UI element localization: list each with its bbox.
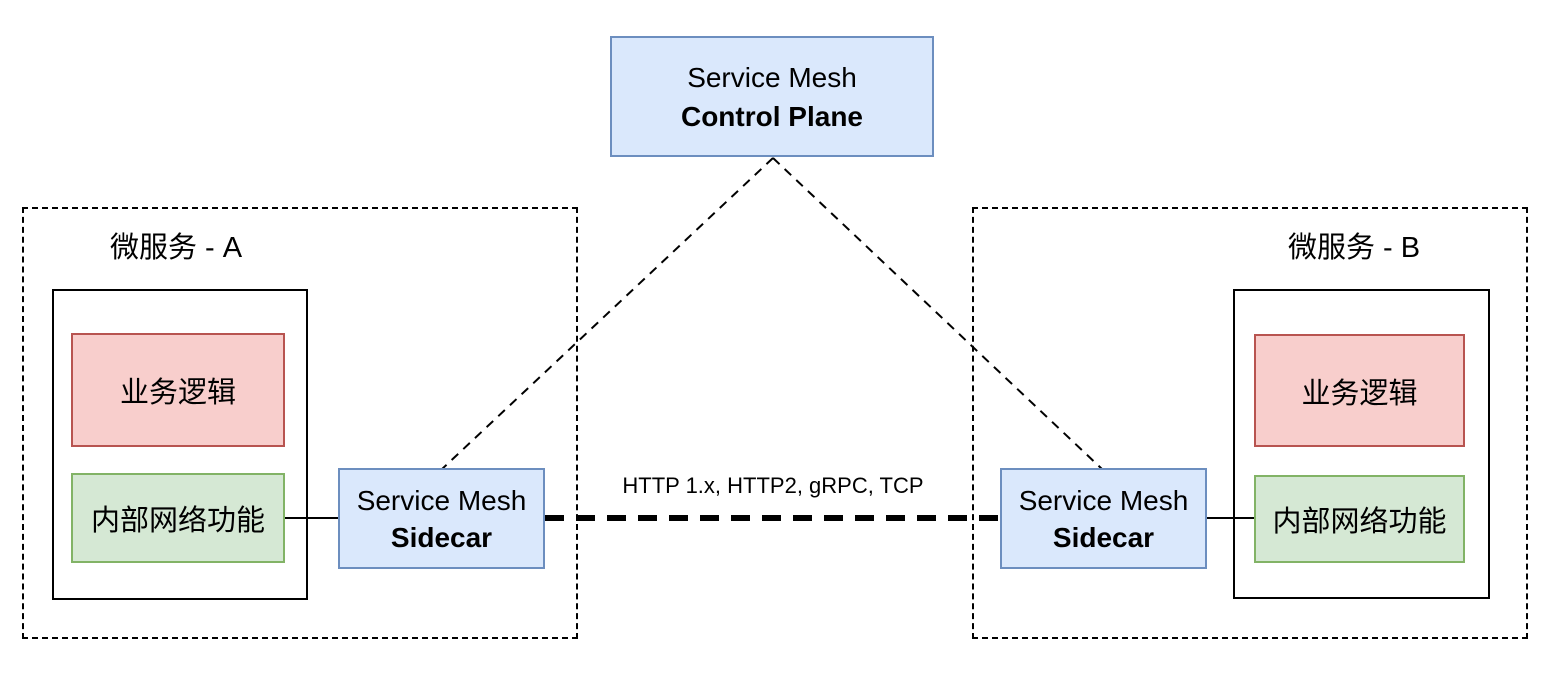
microservice-a-boundary: [22, 207, 578, 639]
internal-network-label: 内部网络功能: [1272, 506, 1447, 538]
microservice-a-title: 微服务 - A: [109, 232, 243, 264]
microservice-b-host-box: [1233, 289, 1490, 599]
control-plane-label-line2: Control Plane: [680, 100, 863, 132]
internal-network-label: 内部网络功能: [90, 505, 265, 537]
microservice-a-host-box: [52, 289, 308, 600]
sidecar-a-label-line1: Service Mesh: [356, 484, 527, 516]
sidecar-a-node: Service Mesh Sidecar: [338, 468, 545, 569]
microservice-a-business-logic-node: 业务逻辑: [71, 333, 285, 447]
sidecar-b-node: Service Mesh Sidecar: [1000, 468, 1207, 569]
sidecar-a-label-line2: Sidecar: [390, 521, 493, 553]
microservice-b-business-logic-node: 业务逻辑: [1254, 334, 1465, 447]
control-plane-to-sidecar-a-line: [440, 157, 774, 471]
microservice-b-internal-network-node: 内部网络功能: [1254, 475, 1465, 563]
business-logic-label: 业务逻辑: [1301, 377, 1418, 410]
control-plane-to-sidecar-b-line: [772, 157, 1104, 471]
microservice-b-boundary: [972, 207, 1528, 639]
data-link-protocols-label: HTTP 1.x, HTTP2, gRPC, TCP: [622, 473, 924, 498]
control-plane-label-line1: Service Mesh: [687, 61, 857, 93]
sidecar-b-label-line2: Sidecar: [1052, 521, 1155, 553]
sidecar-b-label-line1: Service Mesh: [1018, 484, 1189, 516]
microservice-a-internal-network-node: 内部网络功能: [71, 473, 285, 563]
control-plane-node: Service Mesh Control Plane: [610, 36, 934, 157]
business-logic-label: 业务逻辑: [119, 377, 236, 409]
microservice-b-title: 微服务 - B: [1287, 232, 1421, 264]
